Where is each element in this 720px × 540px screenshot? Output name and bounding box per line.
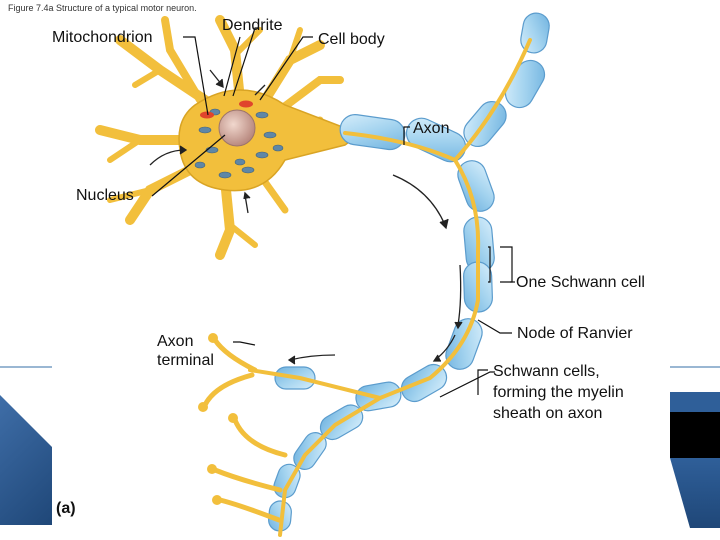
cell-body bbox=[178, 89, 354, 192]
label-schwann-line1: Schwann cells, bbox=[493, 363, 600, 380]
slide-decoration-right-black bbox=[670, 412, 720, 458]
label-one-schwann-cell: One Schwann cell bbox=[516, 274, 645, 291]
panel-letter: (a) bbox=[56, 500, 76, 517]
label-mitochondrion: Mitochondrion bbox=[52, 29, 153, 46]
label-schwann-line3: sheath on axon bbox=[493, 405, 603, 422]
mitochondrion-2 bbox=[239, 100, 253, 108]
figure-panel bbox=[52, 0, 670, 522]
slide-decoration-right-top bbox=[670, 392, 720, 414]
mitochondrion-1 bbox=[200, 111, 214, 119]
label-nucleus: Nucleus bbox=[76, 187, 134, 204]
myelinated-axon bbox=[268, 12, 550, 532]
label-cell-body: Cell body bbox=[318, 31, 385, 48]
nissl-organelles bbox=[194, 108, 284, 179]
flow-arrows bbox=[149, 69, 463, 365]
nucleus bbox=[218, 109, 256, 147]
label-schwann-line2: forming the myelin bbox=[493, 384, 624, 401]
figure-caption: Figure 7.4a Structure of a typical motor… bbox=[8, 3, 197, 13]
label-axon-terminal-line1: Axon bbox=[157, 333, 194, 350]
label-node-of-ranvier: Node of Ranvier bbox=[517, 325, 633, 342]
label-dendrite: Dendrite bbox=[222, 17, 283, 34]
label-axon: Axon bbox=[413, 120, 450, 137]
terminal-knobs bbox=[198, 333, 238, 505]
axon-terminals bbox=[202, 337, 288, 523]
leader-lines bbox=[151, 27, 515, 398]
label-axon-terminal-line2: terminal bbox=[157, 352, 214, 369]
axon-core bbox=[248, 38, 532, 537]
